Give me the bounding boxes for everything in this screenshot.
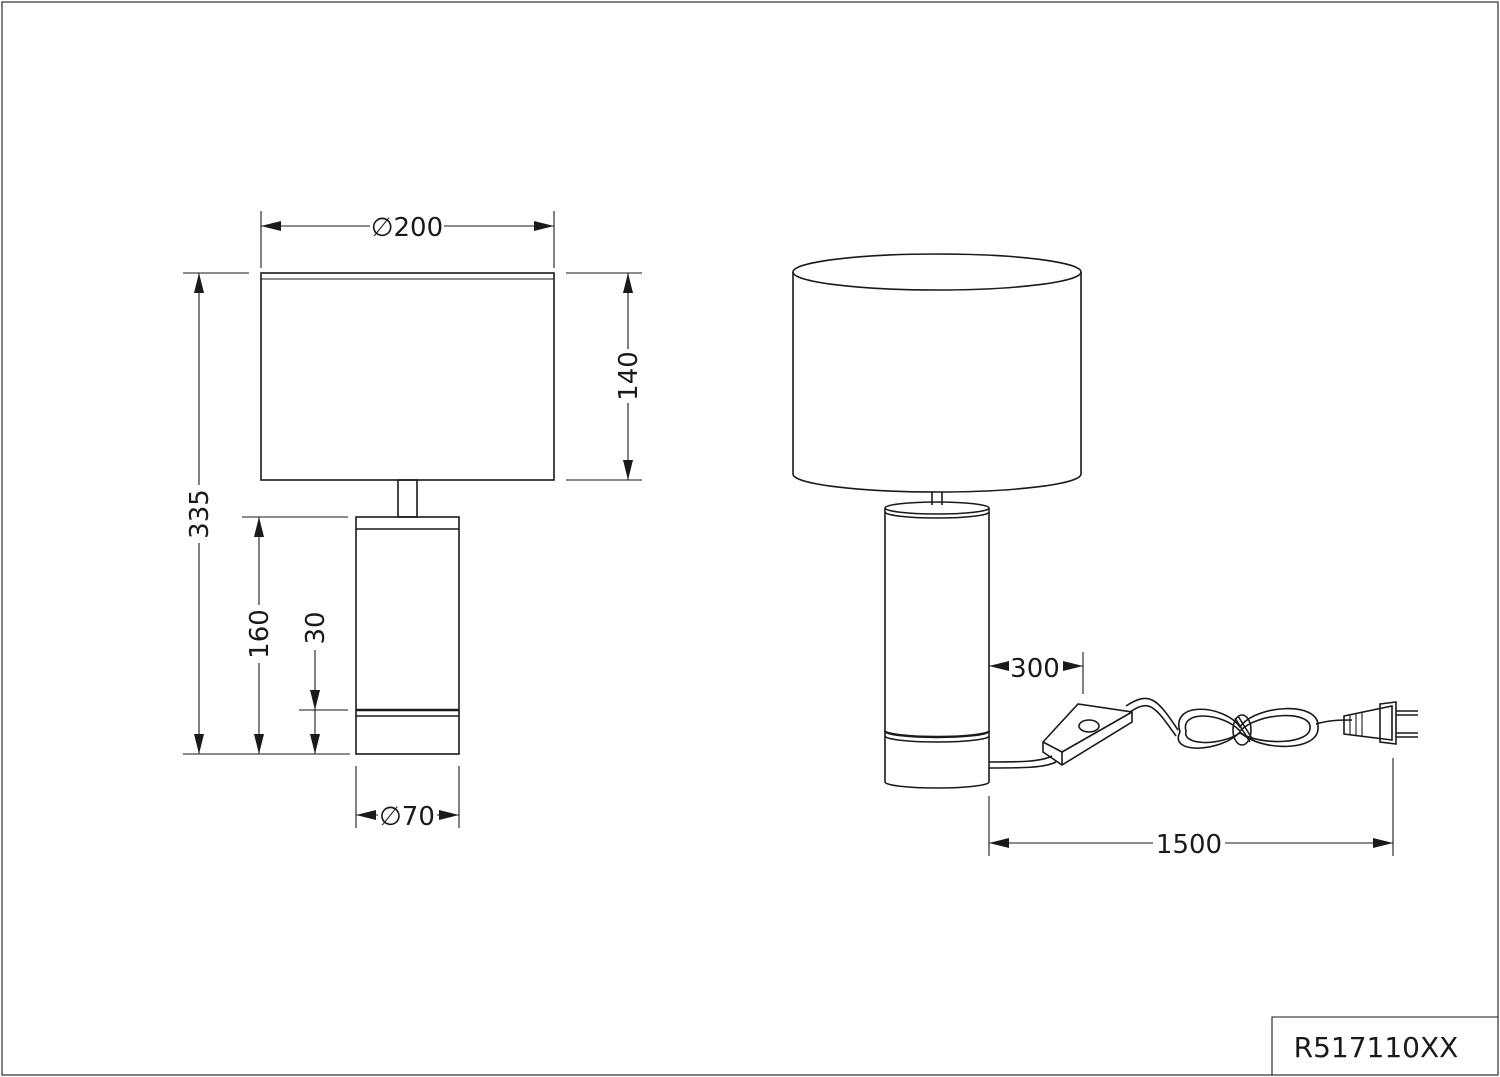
product-code: R517110XX [1294,1031,1459,1064]
label-foot-height: 30 [301,611,331,644]
dim-shade-diameter: ∅200 [260,211,555,268]
dim-foot-height: 30 [299,611,348,754]
dim-cable-length: 1500 [988,758,1394,860]
dim-total-height: 335 [183,272,350,755]
inline-switch [1042,703,1133,766]
label-base-height: 160 [245,609,275,659]
label-shade-height: 140 [614,351,644,401]
label-total-height: 335 [185,489,215,539]
dim-base-height: 160 [242,516,348,754]
euro-plug [1343,701,1418,745]
front-stem [397,479,418,518]
label-base-diameter: ∅70 [379,802,435,832]
front-view [260,272,555,755]
label-shade-diameter: ∅200 [371,213,443,243]
front-shade [260,272,555,481]
label-cable-length: 1500 [1156,830,1222,860]
front-base [355,516,460,755]
dim-shade-height: 140 [566,272,644,481]
coiled-cable [1177,707,1319,749]
dim-base-diameter: ∅70 [355,766,460,832]
perspective-view [792,253,1418,789]
perspective-shade [792,253,1082,493]
label-switch-distance: 300 [1010,654,1060,684]
dim-switch-distance: 300 [989,652,1084,694]
perspective-base [883,501,991,789]
title-block: R517110XX [1271,1016,1498,1075]
